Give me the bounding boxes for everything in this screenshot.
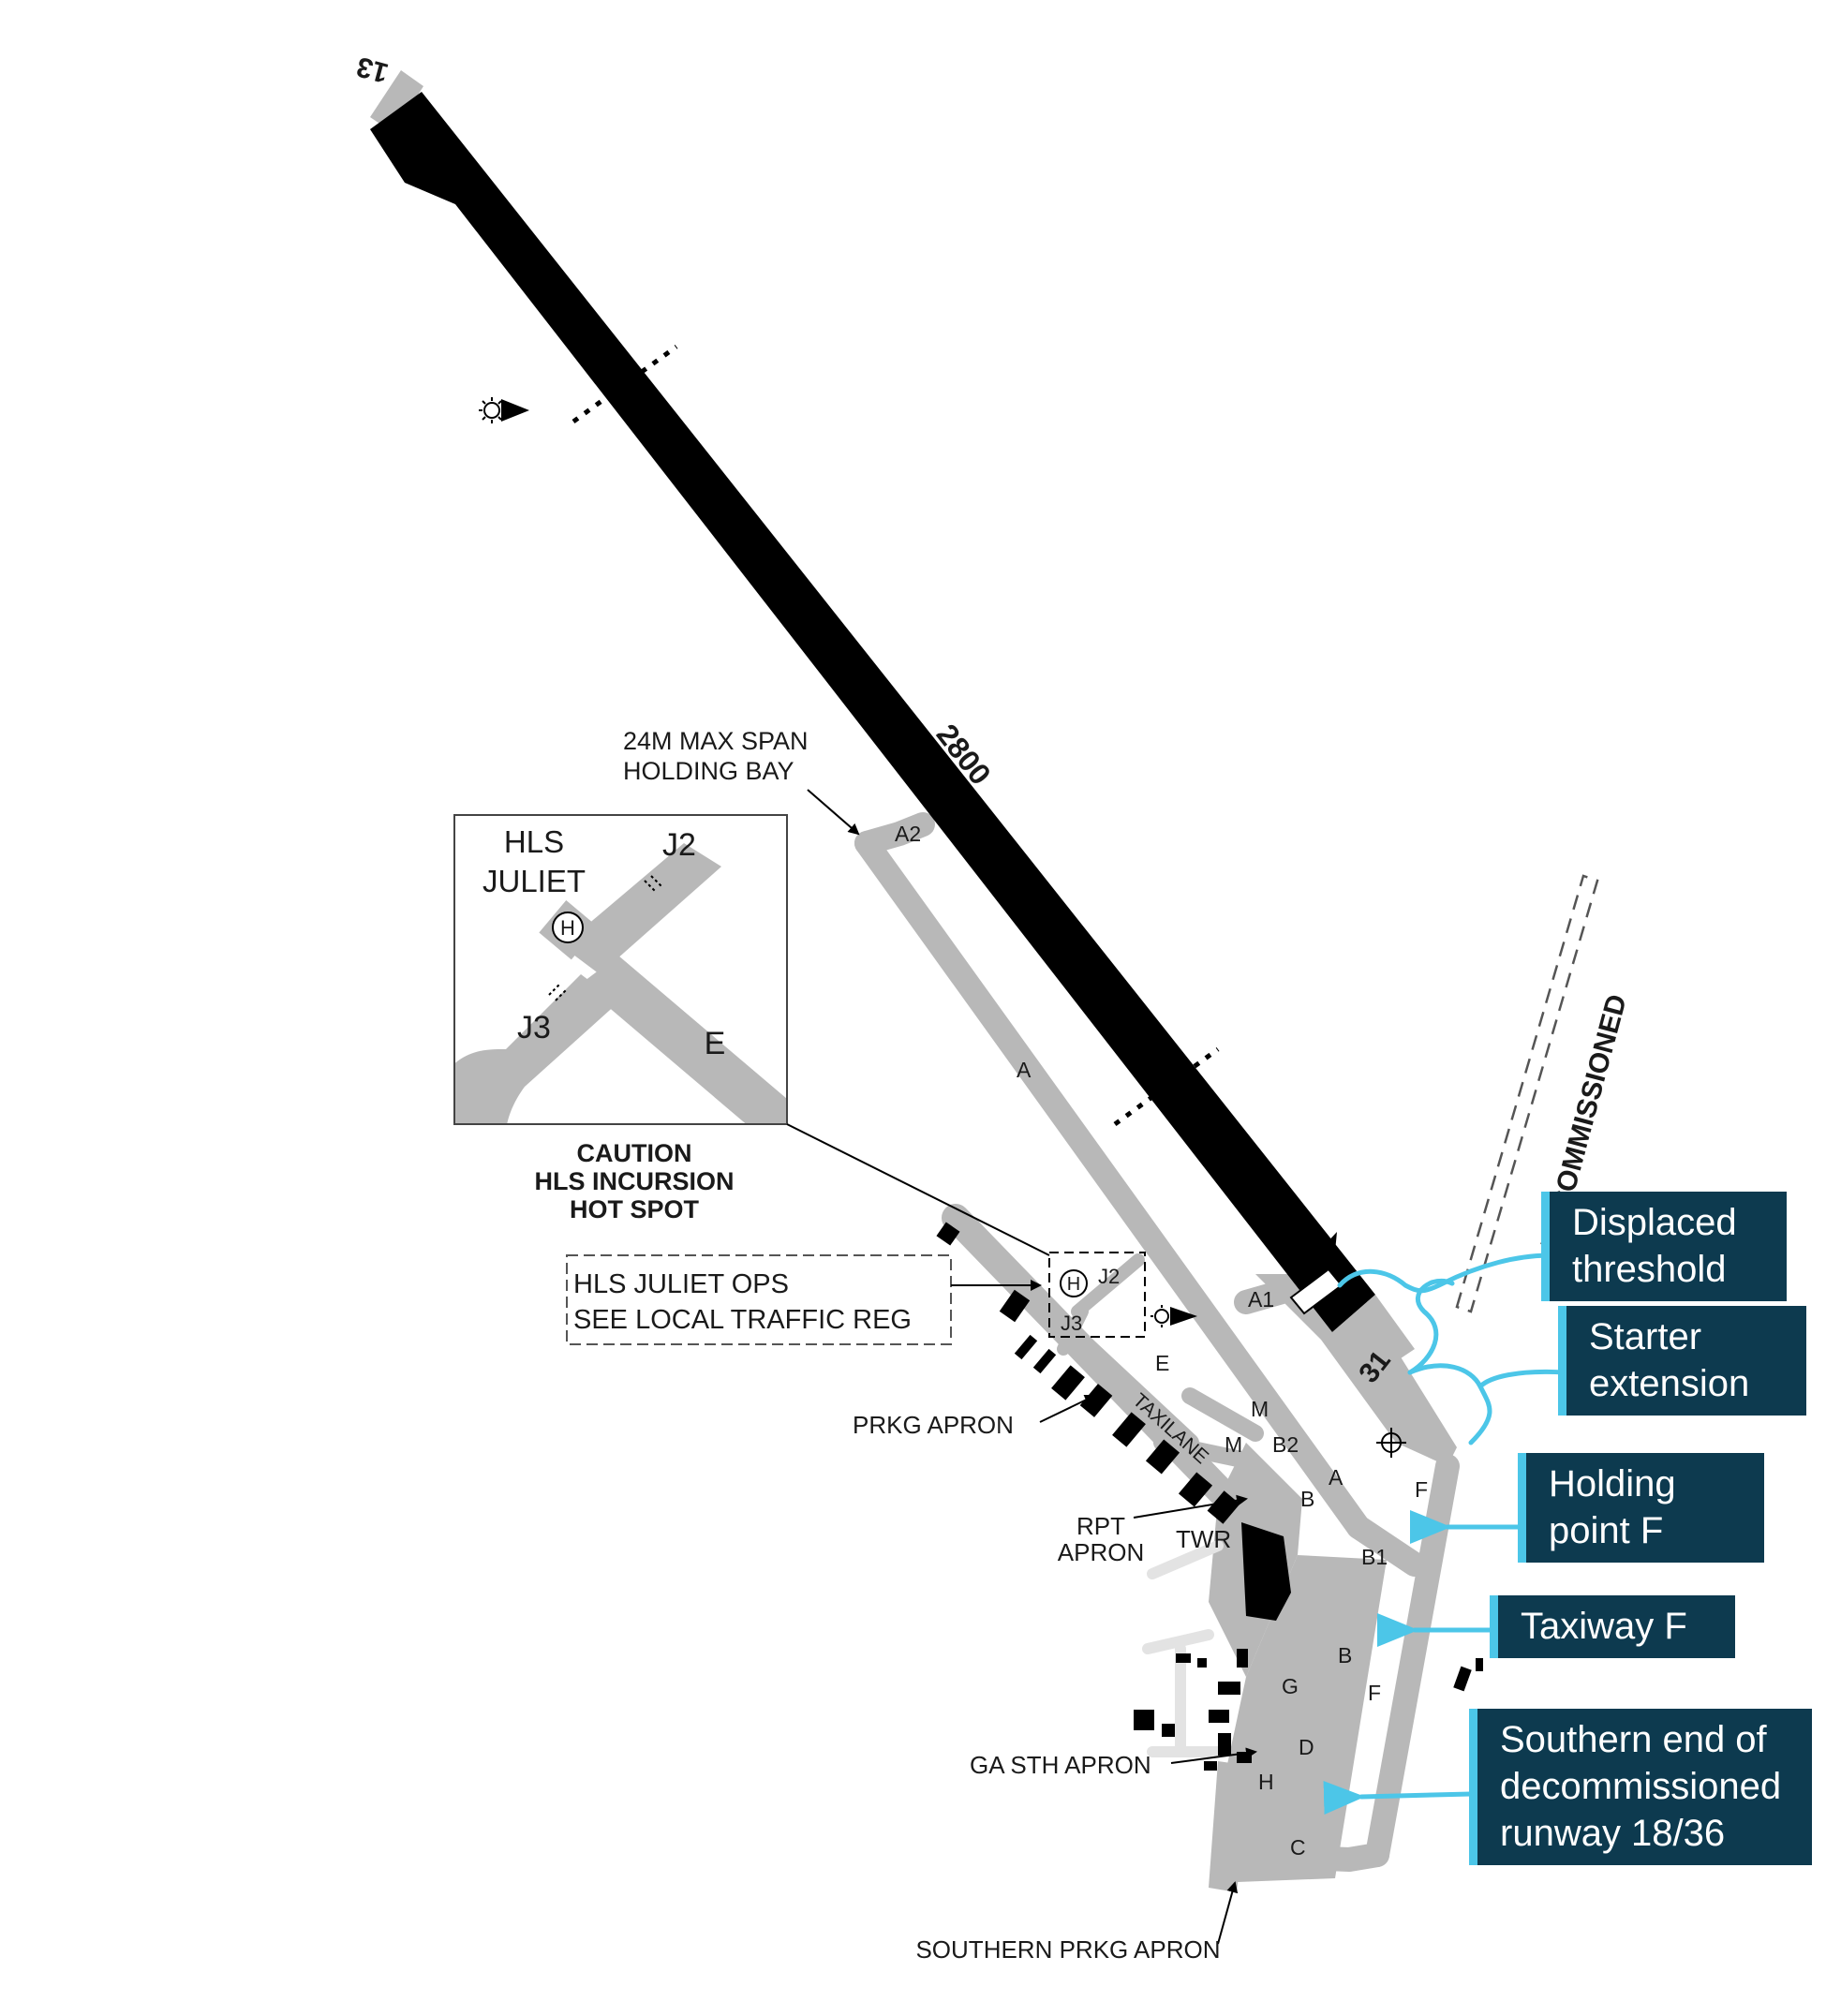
- southern-prkg-apron-area: [1209, 1761, 1251, 1892]
- inset-helipad-icon: [552, 912, 584, 943]
- runway-end-13-label: 13: [353, 51, 392, 89]
- ga-roads: [1142, 1540, 1224, 1757]
- taxiway-label-a-lower: A: [1329, 1465, 1344, 1490]
- taxiway-label-m2: M: [1225, 1432, 1242, 1457]
- taxiway-label-a1: A1: [1248, 1287, 1274, 1312]
- inset-helipad-letter: H: [560, 916, 575, 940]
- juliet-ops-line1: HLS JULIET OPS: [573, 1269, 789, 1299]
- taxiway-label-e: E: [1155, 1351, 1169, 1375]
- taxiway-j: [1057, 1253, 1145, 1356]
- runway-end-triangle-icon: [1324, 1232, 1337, 1252]
- inset-hls-title-line1: HLS: [504, 824, 564, 859]
- taxiway-label-a: A: [1017, 1058, 1032, 1082]
- runway-31-end: [1332, 1295, 1415, 1377]
- holding-bay-a2: [854, 812, 935, 855]
- runway-surface: [370, 92, 1375, 1332]
- taxiway-b1: [1346, 1515, 1427, 1577]
- callout-starter-extension: Starter extension: [1558, 1306, 1806, 1416]
- taxiway-label-j2: J2: [1098, 1265, 1120, 1288]
- taxiway-label-h: H: [1258, 1770, 1274, 1794]
- taxiway-label-g: G: [1282, 1674, 1299, 1698]
- taxiway-label-j3: J3: [1061, 1312, 1082, 1335]
- taxiway-label-b2: B2: [1272, 1432, 1299, 1457]
- helipad-icon: [1060, 1269, 1088, 1297]
- inset-j3-label: J3: [517, 1010, 551, 1045]
- juliet-ops-box: [566, 1254, 952, 1345]
- inset-e-label: E: [705, 1026, 726, 1061]
- beacon-icon: [1151, 1305, 1197, 1327]
- leader-arrows: [807, 789, 1257, 1945]
- holding-bay-label-line2: HOLDING BAY: [623, 757, 794, 785]
- callout-displaced-threshold: Displaced threshold: [1541, 1192, 1787, 1301]
- caution-line2: HLS INCURSION: [534, 1167, 734, 1195]
- taxiway-label-d: D: [1299, 1735, 1314, 1759]
- hls-juliet-inset: [453, 814, 788, 1125]
- runway-13-31: [370, 70, 1415, 1377]
- starter-extension-pad: [1255, 1274, 1457, 1466]
- beacon-symbols: [479, 397, 1406, 1458]
- callout-taxiway-f: Taxiway F: [1490, 1595, 1735, 1658]
- taxiway-label-b: B: [1300, 1487, 1314, 1511]
- taxiway-label-a2: A2: [895, 822, 921, 846]
- inset-leader-line: [786, 1123, 1050, 1256]
- taxiway-label-b-lower: B: [1338, 1643, 1352, 1668]
- taxiway-label-f: F: [1415, 1477, 1428, 1502]
- taxiway-label-f-lower: F: [1368, 1681, 1381, 1705]
- taxiway-label-b1: B1: [1361, 1545, 1388, 1569]
- prkg-apron-label: PRKG APRON: [853, 1411, 1014, 1439]
- inset-j2-label: J2: [662, 827, 696, 863]
- twr-label: TWR: [1176, 1525, 1231, 1553]
- callout-holding-point-f: Holding point F: [1518, 1453, 1764, 1563]
- taxiway-c: [1225, 1843, 1389, 1872]
- inset-hls-title-line2: JULIET: [482, 864, 586, 898]
- decommissioned-runway-outline: [1455, 874, 1599, 1313]
- rpt-apron-line1: RPT: [1076, 1512, 1125, 1540]
- hls-hotspot-box: [1048, 1252, 1146, 1338]
- rpt-apron-line2: APRON: [1058, 1538, 1144, 1566]
- callout-leaders: [1323, 1253, 1567, 1816]
- taxiway-a: [854, 831, 1371, 1539]
- taxiway-m: [1153, 1387, 1264, 1470]
- juliet-ops-line2: SEE LOCAL TRAFFIC REG: [573, 1305, 912, 1335]
- helipad-letter: H: [1067, 1274, 1080, 1295]
- taxiway-label-c: C: [1290, 1835, 1306, 1860]
- runway-13-overrun: [370, 70, 423, 133]
- holding-bay-label-line1: 24M MAX SPAN: [623, 727, 809, 755]
- southern-prkg-apron-label: SOUTHERN PRKG APRON: [915, 1935, 1220, 1964]
- ga-sth-apron-label: GA STH APRON: [970, 1751, 1151, 1779]
- beacon-icon: [479, 397, 529, 423]
- aerodrome-reference-point-icon: [1376, 1428, 1406, 1458]
- callout-southern-end: Southern end of decommissioned runway 18…: [1469, 1709, 1812, 1865]
- taxiway-label-m1: M: [1251, 1397, 1269, 1421]
- caution-line1: CAUTION: [577, 1139, 692, 1167]
- buildings: [936, 1222, 1483, 1771]
- caution-line3: HOT SPOT: [570, 1195, 700, 1223]
